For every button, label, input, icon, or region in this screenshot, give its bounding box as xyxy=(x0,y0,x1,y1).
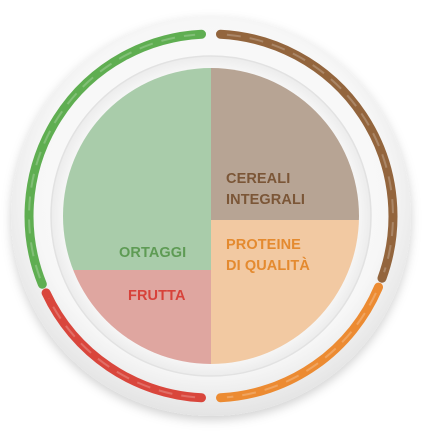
vegetables-ring-arc xyxy=(24,29,206,289)
grains-ring-arc xyxy=(216,29,398,283)
protein-ring-arc-texture xyxy=(226,292,377,399)
grains-ring-arc-texture xyxy=(226,33,394,273)
fruit-ring-arc xyxy=(41,288,206,403)
vegetables-label: ORTAGGI xyxy=(119,245,186,261)
plate-ring xyxy=(24,29,398,403)
protein-label: PROTEINE DI QUALITÀ xyxy=(226,237,310,274)
grains-label: CEREALI INTEGRALI xyxy=(226,171,305,208)
protein-ring-arc xyxy=(216,282,383,403)
fruit-label: FRUTTA xyxy=(128,288,186,304)
vegetables-ring-arc-texture xyxy=(28,33,196,279)
fruit-ring-arc-texture xyxy=(47,298,196,399)
